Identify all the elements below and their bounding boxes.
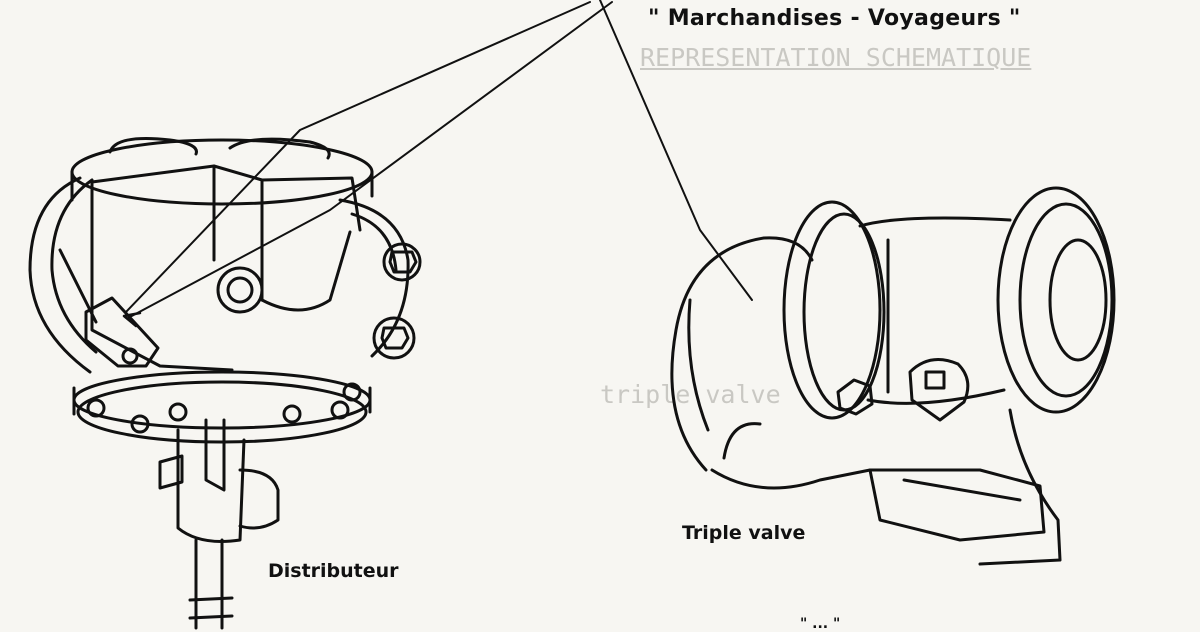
bottom-fragment: " ... "	[800, 616, 841, 632]
label-distributeur: Distributeur	[268, 560, 399, 582]
caption-marchandises-voyageurs: " Marchandises - Voyageurs "	[648, 6, 1021, 31]
label-triple-valve: Triple valve	[682, 522, 806, 544]
distributeur-drawing	[28, 137, 422, 630]
leader-lines	[122, 0, 753, 328]
triple-valve-drawing	[670, 186, 1116, 566]
